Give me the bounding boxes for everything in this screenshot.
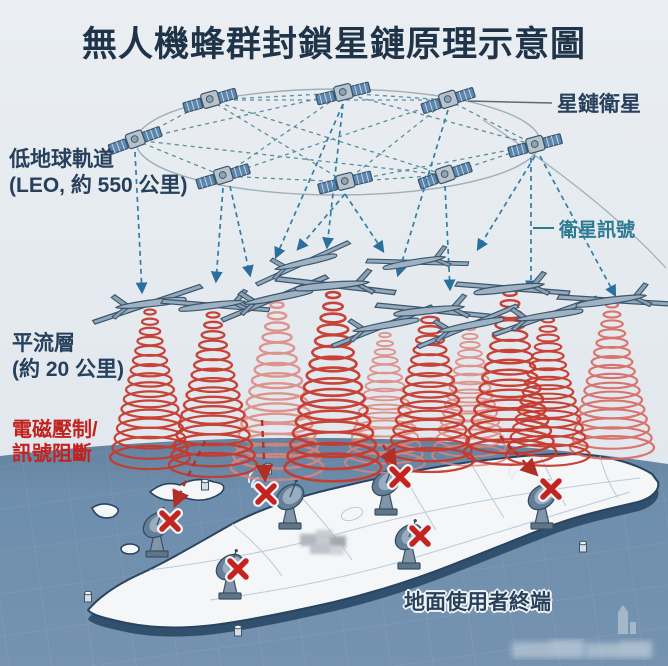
- stratosphere-label: 平流層 (約 20 公里): [12, 331, 124, 382]
- stratosphere-label-line2: (約 20 公里): [12, 357, 125, 381]
- page-title: 無人機蜂群封鎖星鏈原理示意圖: [81, 25, 586, 64]
- signal-arrow: [395, 109, 449, 278]
- structure-icon: [234, 624, 242, 637]
- leo-label-line2: (LEO, 約 550 公里): [9, 173, 188, 197]
- ground-terminal-label: 地面使用者終端: [404, 591, 551, 614]
- signal-arrow: [274, 103, 344, 260]
- satellite-signal-label: 衛星訊號: [559, 220, 636, 241]
- leader-line: [467, 100, 553, 104]
- signal-arrow: [296, 193, 346, 251]
- blocked-x-icon: [258, 486, 274, 502]
- structure-icon: [201, 478, 209, 491]
- starlink-label: 星鏈衛星: [557, 93, 641, 116]
- signal-arrow: [229, 185, 254, 278]
- watermark-blur: [512, 640, 652, 658]
- satellite-icon: [314, 78, 372, 107]
- satellite-signal-arrows: [134, 103, 617, 298]
- jamming-cone-icon: [568, 301, 656, 460]
- leo-label: 低地球軌道 (LEO, 約 550 公里): [9, 147, 188, 198]
- jamming-label-line1: 電磁壓制/: [12, 419, 98, 441]
- blocked-x-icon: [543, 481, 559, 497]
- stratosphere-label-line1: 平流層: [12, 332, 75, 355]
- blocked-x-icon: [392, 469, 408, 485]
- signal-arrow: [210, 187, 224, 284]
- leo-label-line1: 低地球軌道: [9, 148, 114, 171]
- drone-icon: [453, 266, 572, 312]
- jamming-label-line2: 訊號阻斷: [12, 443, 92, 466]
- signal-arrow: [476, 155, 536, 252]
- signal-arrow: [344, 193, 385, 253]
- jamming-cone-icon: [167, 311, 259, 479]
- blocked-x-icon: [230, 561, 246, 577]
- penghu-islands: [84, 462, 587, 637]
- satellite-icon: [181, 84, 239, 115]
- signal-arrow: [322, 103, 344, 250]
- blocked-x-icon: [162, 513, 178, 529]
- drone-icon: [274, 263, 397, 308]
- city-silhouette: [618, 605, 636, 634]
- watermark-blur: [300, 530, 346, 555]
- red-jamming-arrow: [379, 444, 397, 468]
- red-jamming-arrow: [255, 419, 274, 483]
- structure-icon: [579, 540, 587, 553]
- blocked-x-icon: [412, 528, 428, 544]
- satellite-icon: [316, 167, 374, 196]
- jamming-arrows: [172, 419, 539, 509]
- drone-swarm: [89, 239, 668, 350]
- satellite-icon: [416, 158, 474, 192]
- signal-arrow: [443, 185, 456, 292]
- jamming-label: 電磁壓制/ 訊號阻斷: [12, 418, 98, 467]
- structure-icon: [84, 590, 92, 603]
- red-jamming-arrow: [499, 435, 539, 477]
